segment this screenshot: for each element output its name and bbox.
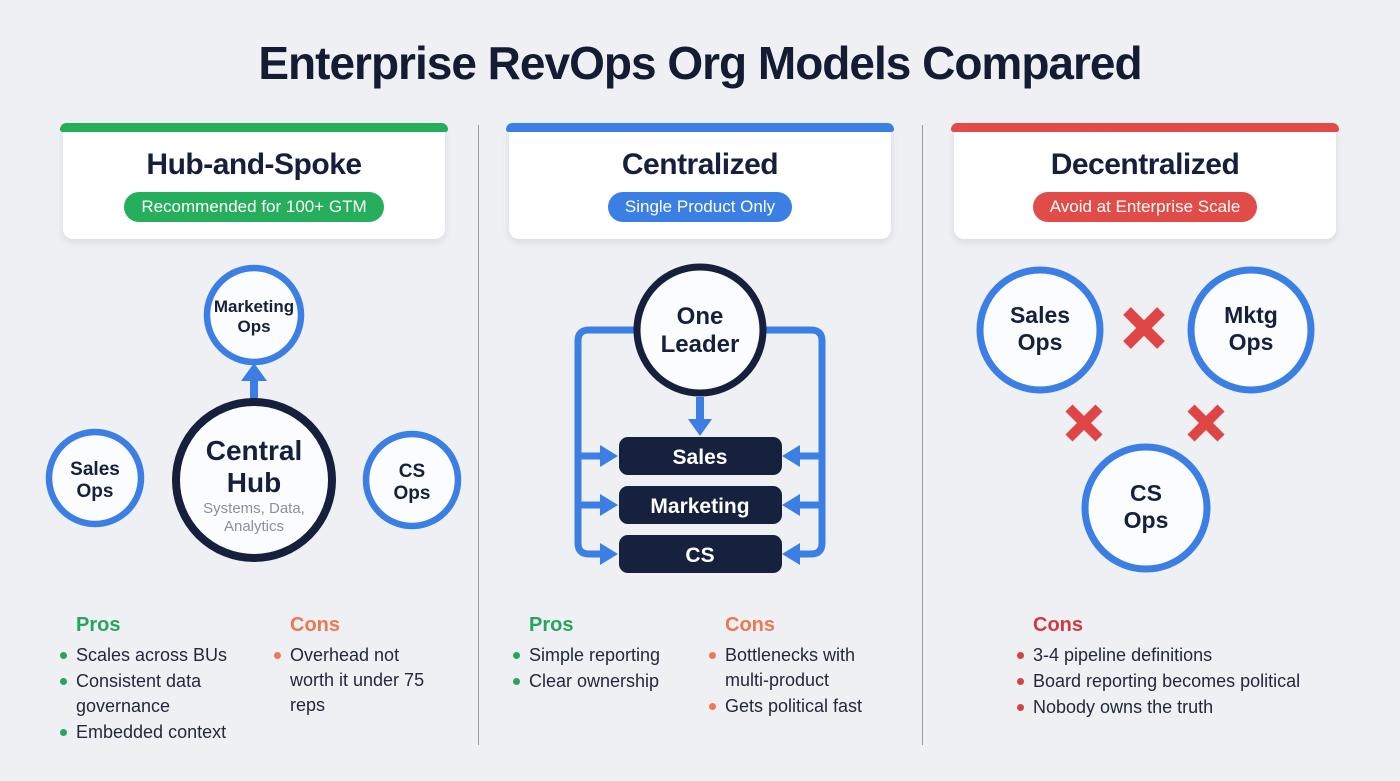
bullet-icon xyxy=(513,652,520,659)
status-badge: Recommended for 100+ GTM xyxy=(124,192,384,222)
x-icon xyxy=(1123,307,1165,349)
svg-text:Marketing: Marketing xyxy=(650,495,749,518)
cons-list-centralized: Cons Bottlenecks with multi-product Gets… xyxy=(707,614,892,720)
svg-text:Ops: Ops xyxy=(1124,507,1169,533)
column-card-decentralized: Decentralized Avoid at Enterprise Scale xyxy=(951,123,1339,239)
svg-text:Mktg: Mktg xyxy=(1224,302,1278,328)
svg-text:Ops: Ops xyxy=(1018,329,1063,355)
node-sales-box: Sales xyxy=(619,437,782,475)
accent-bar-red xyxy=(951,123,1339,132)
list-item: Board reporting becomes political xyxy=(1015,669,1345,694)
svg-text:Ops: Ops xyxy=(1229,329,1274,355)
bullet-icon xyxy=(709,652,716,659)
column-divider xyxy=(922,125,923,745)
column-title: Centralized xyxy=(621,148,779,181)
node-marketing-ops: Marketing Ops xyxy=(203,264,305,366)
svg-text:Ops: Ops xyxy=(237,317,270,336)
x-icon xyxy=(1065,404,1103,442)
node-central-hub: Central Hub Systems, Data, Analytics xyxy=(172,398,336,562)
node-cs-box: CS xyxy=(619,535,782,573)
svg-text:Sales: Sales xyxy=(673,446,728,469)
cons-heading: Cons xyxy=(1033,614,1083,636)
status-badge: Single Product Only xyxy=(607,192,793,222)
connector-left-arrowheads xyxy=(600,445,618,565)
bullet-icon xyxy=(1017,652,1024,659)
column-card-centralized: Centralized Single Product Only xyxy=(506,123,894,239)
column-title: Decentralized xyxy=(1050,148,1240,181)
svg-text:CS: CS xyxy=(1130,480,1162,506)
svg-text:Sales: Sales xyxy=(70,459,120,480)
svg-text:Ops: Ops xyxy=(394,483,431,504)
svg-text:Systems, Data,: Systems, Data, xyxy=(203,500,305,517)
node-sales-ops: Sales Ops xyxy=(45,428,145,528)
pros-heading: Pros xyxy=(529,614,574,636)
bullet-icon xyxy=(60,652,67,659)
svg-text:Marketing: Marketing xyxy=(214,297,294,316)
cons-heading: Cons xyxy=(725,614,775,636)
list-item: Scales across BUs xyxy=(58,643,258,668)
svg-text:CS: CS xyxy=(399,461,425,482)
svg-text:Ops: Ops xyxy=(77,481,114,502)
list-item: Overhead not worth it under 75 reps xyxy=(272,643,432,718)
pros-list-hub-and-spoke: Pros Scales across BUs Consistent data g… xyxy=(58,614,258,746)
bullet-icon xyxy=(1017,678,1024,685)
pros-heading: Pros xyxy=(76,614,121,636)
list-item: Gets political fast xyxy=(707,694,892,719)
accent-bar-green xyxy=(60,123,448,132)
x-icon xyxy=(1187,404,1225,442)
node-cs-ops: CS Ops xyxy=(1081,443,1211,573)
list-item: 3-4 pipeline definitions xyxy=(1015,643,1345,668)
arrow-down-icon xyxy=(688,397,712,436)
bullet-icon xyxy=(709,703,716,710)
node-sales-ops: Sales Ops xyxy=(976,266,1104,394)
bullet-icon xyxy=(60,729,67,736)
svg-text:Hub: Hub xyxy=(227,467,281,498)
bullet-icon xyxy=(1017,704,1024,711)
cons-list-hub-and-spoke: Cons Overhead not worth it under 75 reps xyxy=(272,614,432,719)
node-marketing-box: Marketing xyxy=(619,486,782,524)
svg-text:Sales: Sales xyxy=(1010,302,1070,328)
bullet-icon xyxy=(60,678,67,685)
node-cs-ops: CS Ops xyxy=(362,430,462,530)
bullet-icon xyxy=(274,652,281,659)
bullet-icon xyxy=(513,678,520,685)
pros-list-centralized: Pros Simple reporting Clear ownership xyxy=(511,614,701,695)
list-item: Simple reporting xyxy=(511,643,701,668)
svg-text:CS: CS xyxy=(685,544,714,567)
column-divider xyxy=(478,125,479,745)
arrow-up-icon xyxy=(241,363,267,401)
connector-left xyxy=(574,326,637,558)
list-item: Bottlenecks with multi-product xyxy=(707,643,892,693)
column-card-hub-and-spoke: Hub-and-Spoke Recommended for 100+ GTM xyxy=(60,123,448,239)
centralized-diagram: One Leader Sales Marketing CS xyxy=(574,263,826,573)
list-item: Embedded context xyxy=(58,720,258,745)
hub-and-spoke-diagram: Marketing Ops Central Hub Systems, Data,… xyxy=(45,264,462,562)
svg-text:Central: Central xyxy=(206,435,302,466)
page-title: Enterprise RevOps Org Models Compared xyxy=(258,37,1142,89)
connector-right-arrowheads xyxy=(782,445,800,565)
svg-text:Analytics: Analytics xyxy=(224,518,284,535)
svg-text:One: One xyxy=(677,303,724,330)
list-item: Nobody owns the truth xyxy=(1015,695,1345,720)
column-title: Hub-and-Spoke xyxy=(146,148,362,181)
node-one-leader: One Leader xyxy=(633,263,767,397)
node-mktg-ops: Mktg Ops xyxy=(1187,266,1315,394)
cons-heading: Cons xyxy=(290,614,340,636)
svg-text:Leader: Leader xyxy=(661,331,740,358)
status-badge: Avoid at Enterprise Scale xyxy=(1032,192,1258,222)
cons-list-decentralized: Cons 3-4 pipeline definitions Board repo… xyxy=(1015,614,1345,721)
accent-bar-blue xyxy=(506,123,894,132)
connector-right xyxy=(763,326,826,558)
list-item: Clear ownership xyxy=(511,669,701,694)
decentralized-diagram: Sales Ops Mktg Ops CS Ops xyxy=(976,266,1315,573)
list-item: Consistent data governance xyxy=(58,669,258,719)
